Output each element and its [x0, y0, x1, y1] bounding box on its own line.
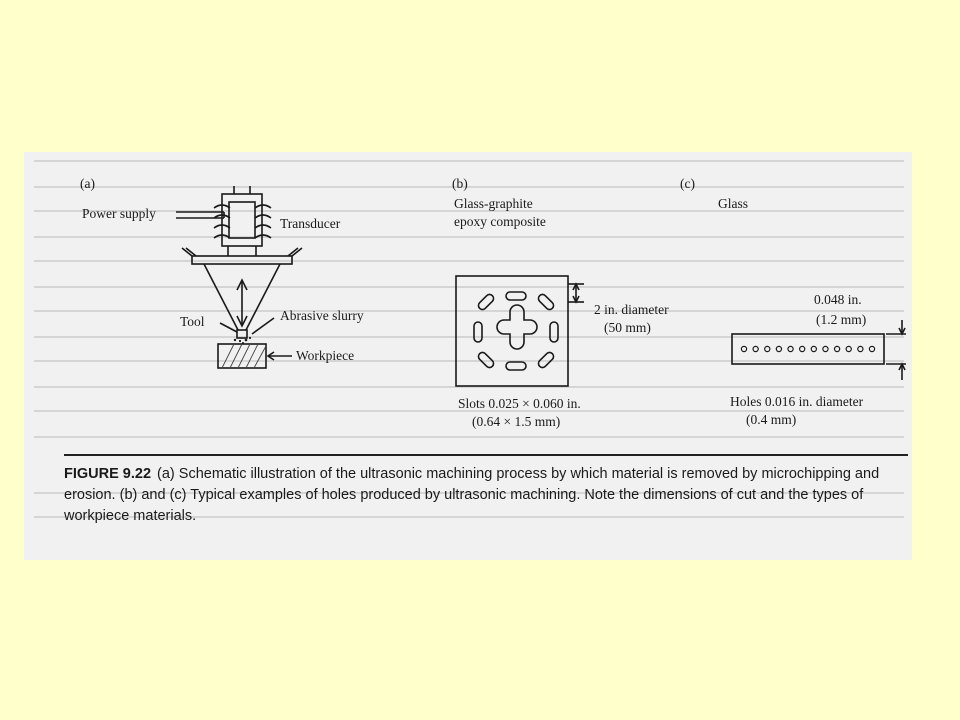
- panel-b-slots-line1: Slots 0.025 × 0.060 in.: [458, 396, 581, 411]
- panel-a-label: (a): [80, 176, 95, 191]
- panel-b-diameter-line1: 2 in. diameter: [594, 302, 669, 317]
- hole: [764, 345, 771, 353]
- panel-c-label: (c): [680, 176, 695, 191]
- caption-rule: [64, 454, 908, 456]
- workpiece-label: Workpiece: [296, 348, 355, 363]
- panel-b-slots-line2: (0.64 × 1.5 mm): [472, 414, 561, 429]
- power-supply-label: Power supply: [82, 206, 156, 221]
- abrasive-slurry-label: Abrasive slurry: [280, 308, 364, 323]
- figure-number: FIGURE 9.22: [64, 466, 152, 482]
- figure-area: (a) Power supply Transducer Tool Abrasiv…: [24, 152, 912, 452]
- panel-b-label: (b): [452, 176, 468, 191]
- transducer-label: Transducer: [280, 216, 341, 231]
- panel-b-material-line1: Glass-graphite: [454, 196, 533, 211]
- hole: [740, 345, 748, 353]
- panel-b-diameter-line2: (50 mm): [604, 320, 651, 335]
- hole: [822, 345, 829, 353]
- panel-c-material: Glass: [718, 196, 748, 211]
- scanned-figure: (a) Power supply Transducer Tool Abrasiv…: [24, 152, 912, 560]
- hole: [868, 345, 876, 353]
- panel-c-holes-line1: Holes 0.016 in. diameter: [730, 394, 864, 409]
- hole: [775, 345, 783, 353]
- hole: [857, 345, 864, 353]
- glass-sample-diagram: [731, 320, 906, 380]
- glass-graphite-sample-diagram: [455, 275, 584, 387]
- hole-row: [740, 345, 876, 353]
- caption-text: (a) Schematic illustration of the ultras…: [64, 466, 880, 524]
- hole: [752, 345, 759, 353]
- panel-b-material-line2: epoxy composite: [454, 214, 546, 229]
- hole: [798, 345, 806, 353]
- tool-label: Tool: [180, 314, 205, 329]
- hole: [810, 345, 818, 353]
- figure-caption: FIGURE 9.22(a) Schematic illustration of…: [64, 464, 900, 527]
- hole: [787, 345, 794, 353]
- hole: [845, 345, 852, 353]
- panel-c-thickness-line1: 0.048 in.: [814, 292, 862, 307]
- hole: [833, 345, 841, 353]
- panel-c-holes-line2: (0.4 mm): [746, 412, 797, 427]
- ultrasonic-machining-schematic: [176, 186, 303, 369]
- panel-c-thickness-line2: (1.2 mm): [816, 312, 867, 327]
